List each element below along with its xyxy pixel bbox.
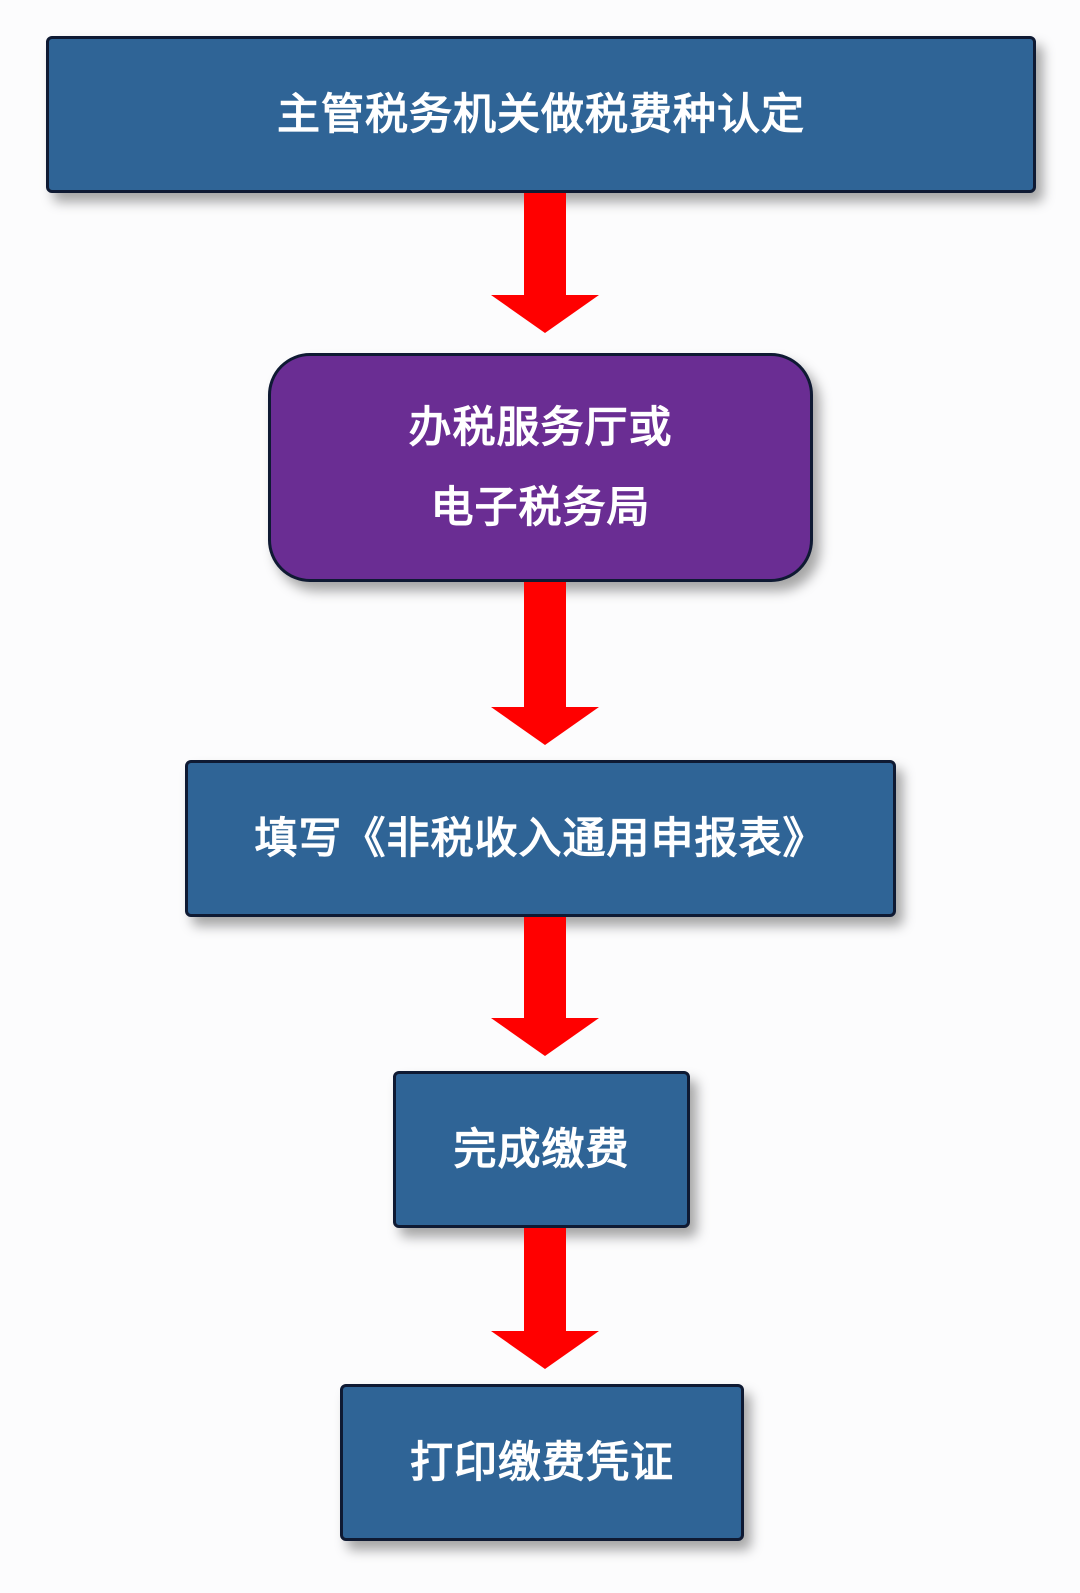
flow-step-label-line-2: 电子税务局: [430, 482, 651, 533]
flow-arrow-2: [491, 582, 599, 745]
flow-step-label: 完成缴费: [453, 1124, 630, 1175]
flow-step-fill-declaration-form: 填写《非税收入通用申报表》: [185, 760, 896, 917]
flow-arrow-4: [491, 1228, 599, 1369]
flow-step-tax-recognition: 主管税务机关做税费种认定: [46, 36, 1036, 193]
flow-step-complete-payment: 完成缴费: [393, 1071, 690, 1228]
flow-step-label: 主管税务机关做税费种认定: [277, 89, 805, 140]
flow-step-label: 填写《非税收入通用申报表》: [254, 813, 827, 864]
down-arrow-icon: [491, 1228, 599, 1369]
flow-arrow-3: [491, 917, 599, 1056]
down-arrow-icon: [491, 193, 599, 333]
flow-step-label-line-1: 办税服务厅或: [408, 402, 673, 453]
flow-step-print-receipt: 打印缴费凭证: [340, 1384, 744, 1541]
flow-step-service-hall: 办税服务厅或 电子税务局: [268, 353, 813, 582]
down-arrow-icon: [491, 582, 599, 745]
flow-step-label: 打印缴费凭证: [410, 1437, 674, 1488]
down-arrow-icon: [491, 917, 599, 1056]
flow-arrow-1: [491, 193, 599, 333]
